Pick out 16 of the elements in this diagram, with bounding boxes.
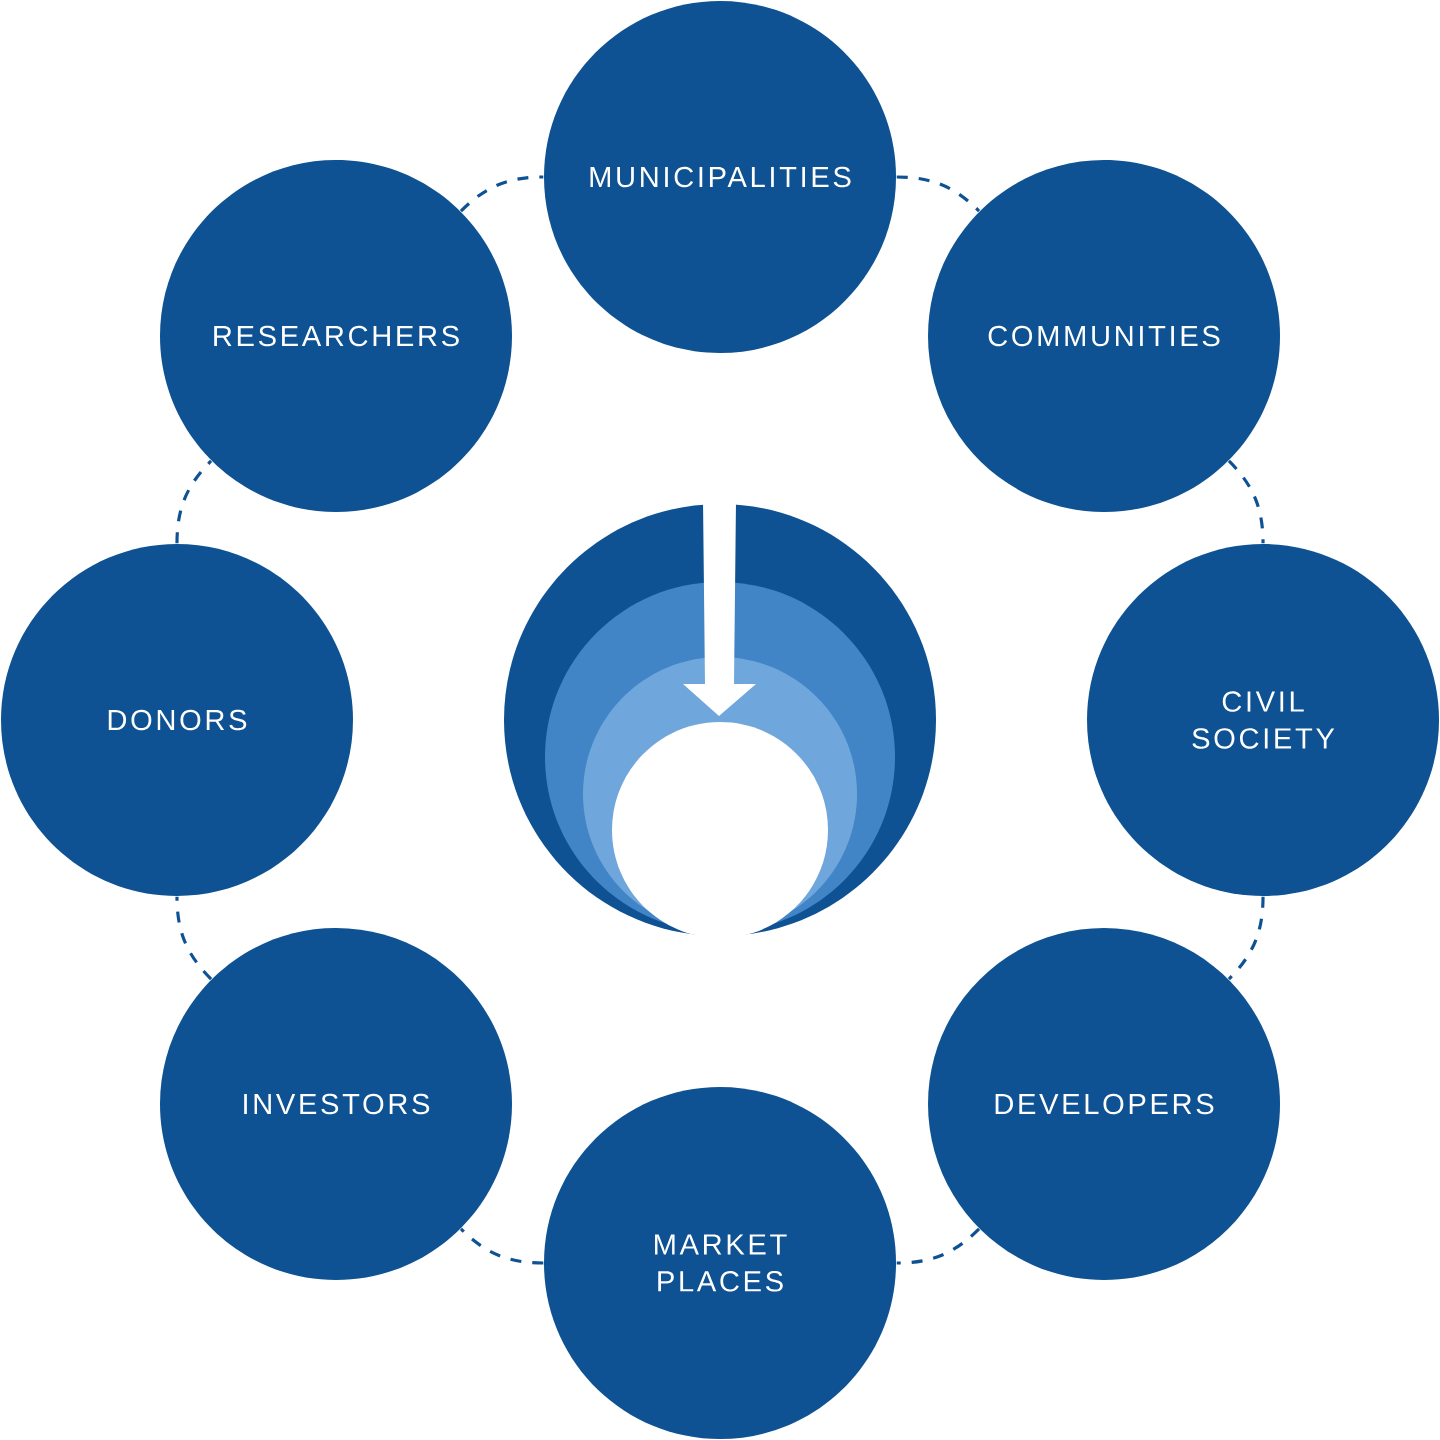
dashed-connector [896, 175, 981, 213]
dashed-connector [896, 1227, 981, 1265]
dashed-connector [459, 1227, 544, 1265]
circle-node: CIVIL SOCIETY [1087, 544, 1439, 896]
dashed-connector [175, 459, 213, 544]
circle-node: COMMUNITIES [928, 160, 1280, 512]
circle-node: DEVELOPERS [928, 928, 1280, 1280]
dashed-connector [459, 175, 544, 213]
circle-node: MUNICIPALITIES [544, 1, 896, 353]
circle-node: DONORS [1, 544, 353, 896]
circle-node: INVESTORS [160, 928, 512, 1280]
dashed-connector [1227, 459, 1265, 544]
circle-node: MARKET PLACES [544, 1087, 896, 1439]
dashed-connector [175, 896, 213, 981]
circle-node: RESEARCHERS [160, 160, 512, 512]
dashed-connector [1227, 896, 1265, 981]
